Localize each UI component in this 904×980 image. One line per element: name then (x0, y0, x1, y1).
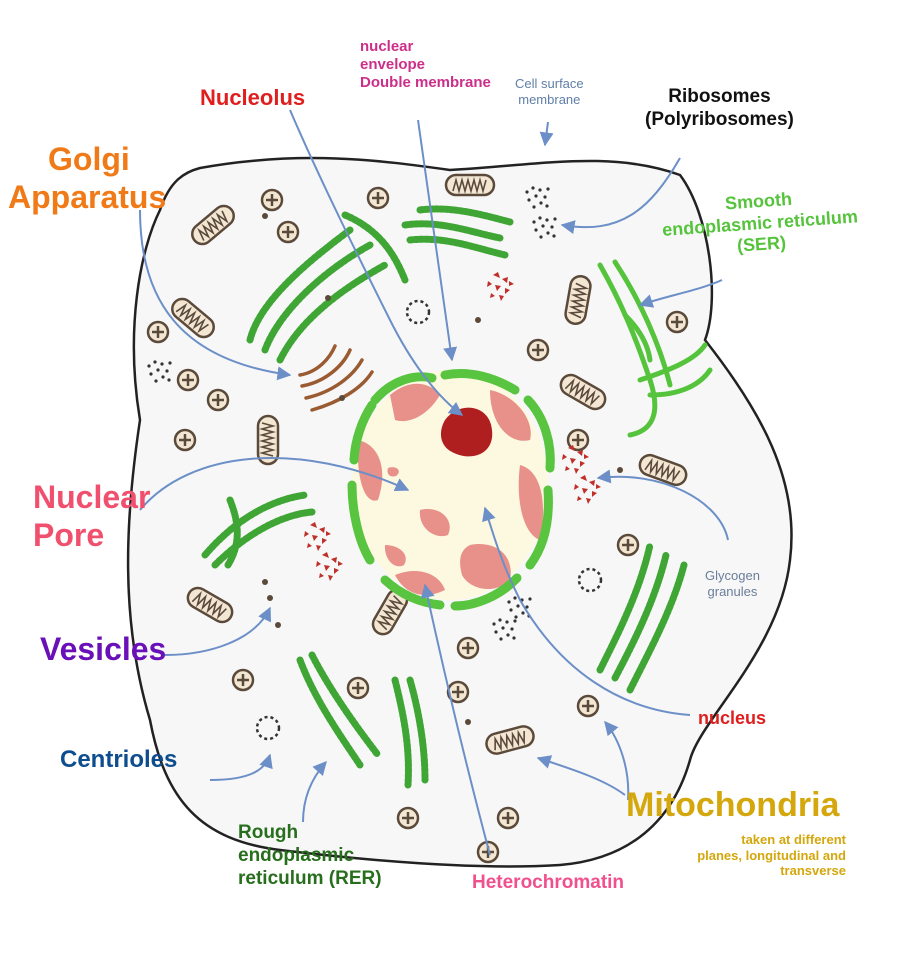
nucleus-label: nucleus (698, 708, 767, 728)
golgi-apparatus (298, 344, 374, 412)
nucleolus-label: Nucleolus (200, 85, 306, 110)
ribosomes-label: Ribosomes (Polyribosomes) (645, 86, 794, 130)
ser-label: Smooth endoplasmic reticulum (SER) (661, 188, 859, 256)
mitochondria-label: Mitochondria (626, 786, 840, 824)
nuclear-envelope (347, 368, 555, 611)
cell-surface-membrane-label: Cell surface membrane (515, 76, 584, 107)
rough-er (201, 205, 688, 789)
mitochondria-note: taken at different planes, longitudinal … (697, 832, 846, 879)
golgi-label: Golgi Apparatus (8, 141, 167, 216)
vesicles-label: Vesicles (40, 631, 167, 667)
glycogen-label: Glycogen granules (705, 568, 760, 599)
nucleus (347, 368, 555, 611)
label-pointers (139, 109, 729, 856)
smooth-er (597, 259, 713, 438)
centrioles-label: Centrioles (60, 746, 178, 773)
nucleolus (440, 407, 493, 457)
nuclear-envelope-label: nuclear envelope Double membrane (360, 38, 491, 91)
vesicles (255, 213, 623, 741)
rer-label: Rough endoplasmic reticulum (RER) (238, 822, 382, 889)
nuclear-pore-label: Nuclear Pore (33, 479, 151, 554)
heterochromatin-label: Heterochromatin (472, 872, 625, 893)
